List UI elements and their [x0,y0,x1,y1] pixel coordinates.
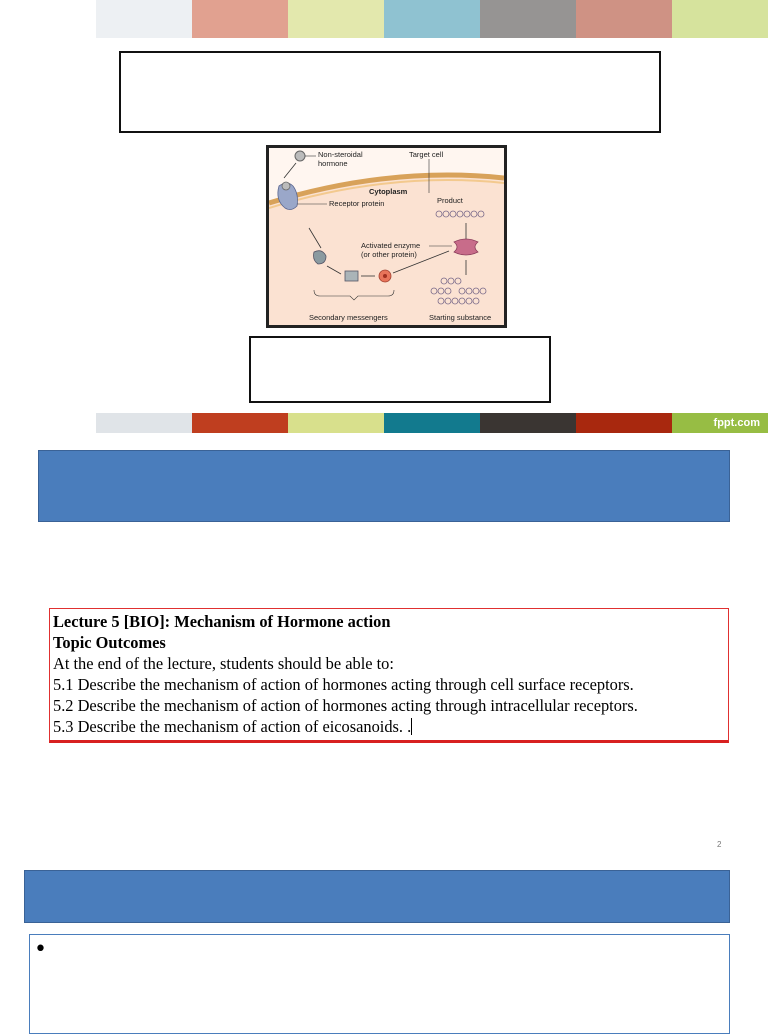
hormone-diagram: Non-steroidal hormone Receptor protein T… [266,145,507,328]
label-cytoplasm: Cytoplasm [369,187,408,196]
band-segment [672,0,768,38]
band-segment [288,0,384,38]
lecture-title: Lecture 5 [BIO]: Mechanism of Hormone ac… [53,612,391,631]
outcomes-intro: At the end of the lecture, students shou… [53,654,394,673]
page-number: 2 [717,840,722,849]
band-segment [96,413,192,433]
band-segment [384,413,480,433]
label-hormone: Non-steroidal [318,150,363,159]
band-segment [0,413,96,433]
band-segment [192,413,288,433]
label-hormone-2: hormone [318,159,348,168]
band-segment [480,0,576,38]
label-product: Product [437,196,464,205]
label-starting: Starting substance [429,313,491,322]
bullet-point: • [34,937,47,962]
outcome-item: 5.1 Describe the mechanism of action of … [53,675,634,694]
bottom-color-band [0,413,768,433]
footer-brand: fppt.com [713,417,760,429]
hormone-diagram-svg: Non-steroidal hormone Receptor protein T… [269,148,504,325]
outcome-item-text: 5.3 Describe the mechanism of action of … [53,717,412,736]
band-segment [576,0,672,38]
outcomes-heading: Topic Outcomes [53,633,166,652]
text-cursor [411,718,413,735]
label-enzyme-2: (or other protein) [361,250,417,259]
band-segment [384,0,480,38]
band-segment [0,0,96,38]
outcome-item: 5.3 Describe the mechanism of action of … [53,716,725,737]
label-enzyme: Activated enzyme [361,241,420,250]
top-color-band [0,0,768,38]
band-segment [192,0,288,38]
band-segment [96,0,192,38]
slide2-title-bar [38,450,730,522]
band-segment [288,413,384,433]
band-segment [672,413,768,433]
band-segment [480,413,576,433]
slide1-title-box [119,51,661,133]
slide3-content-box [29,934,730,1034]
slide3-title-bar [24,870,730,923]
outcome-item: 5.2 Describe the mechanism of action of … [53,696,638,715]
label-receptor: Receptor protein [329,199,384,208]
lecture-outcomes-box: Lecture 5 [BIO]: Mechanism of Hormone ac… [49,608,729,743]
label-target: Target cell [409,150,444,159]
slide1-subtitle-box [249,336,551,403]
label-secondary: Secondary messengers [309,313,388,322]
band-segment [576,413,672,433]
